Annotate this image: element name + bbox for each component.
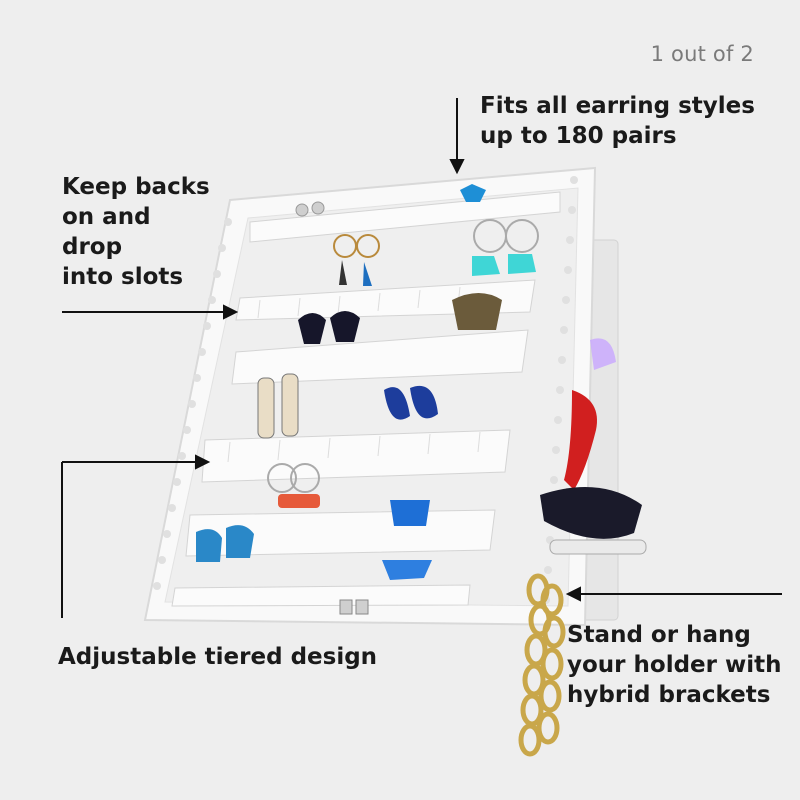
perimeter-holes xyxy=(153,176,578,604)
caption-fits-all-styles: Fits all earring styles up to 180 pairs xyxy=(480,91,755,151)
callout-arrows xyxy=(61,98,782,618)
caption-line: Adjustable tiered design xyxy=(58,644,378,670)
caption-line: on and xyxy=(62,204,151,230)
comb-tiers xyxy=(171,191,561,607)
caption-line: up to 180 pairs xyxy=(480,123,677,149)
caption-adjustable-design: Adjustable tiered design xyxy=(58,642,377,672)
slide-counter: 1 out of 2 xyxy=(650,42,754,66)
caption-line: into slots xyxy=(62,264,184,290)
earrings xyxy=(196,184,539,615)
caption-line: Fits all earring styles xyxy=(480,93,755,119)
caption-line: hybrid brackets xyxy=(567,682,771,708)
caption-line: drop xyxy=(62,234,123,260)
caption-line: Keep backs xyxy=(62,174,210,200)
gold-chain xyxy=(518,573,566,757)
caption-stand-or-hang: Stand or hang your holder with hybrid br… xyxy=(567,620,782,710)
caption-keep-backs: Keep backs on and drop into slots xyxy=(62,172,210,292)
caption-line: Stand or hang xyxy=(567,622,751,648)
side-accessories xyxy=(540,338,647,555)
caption-line: your holder with xyxy=(567,652,782,678)
